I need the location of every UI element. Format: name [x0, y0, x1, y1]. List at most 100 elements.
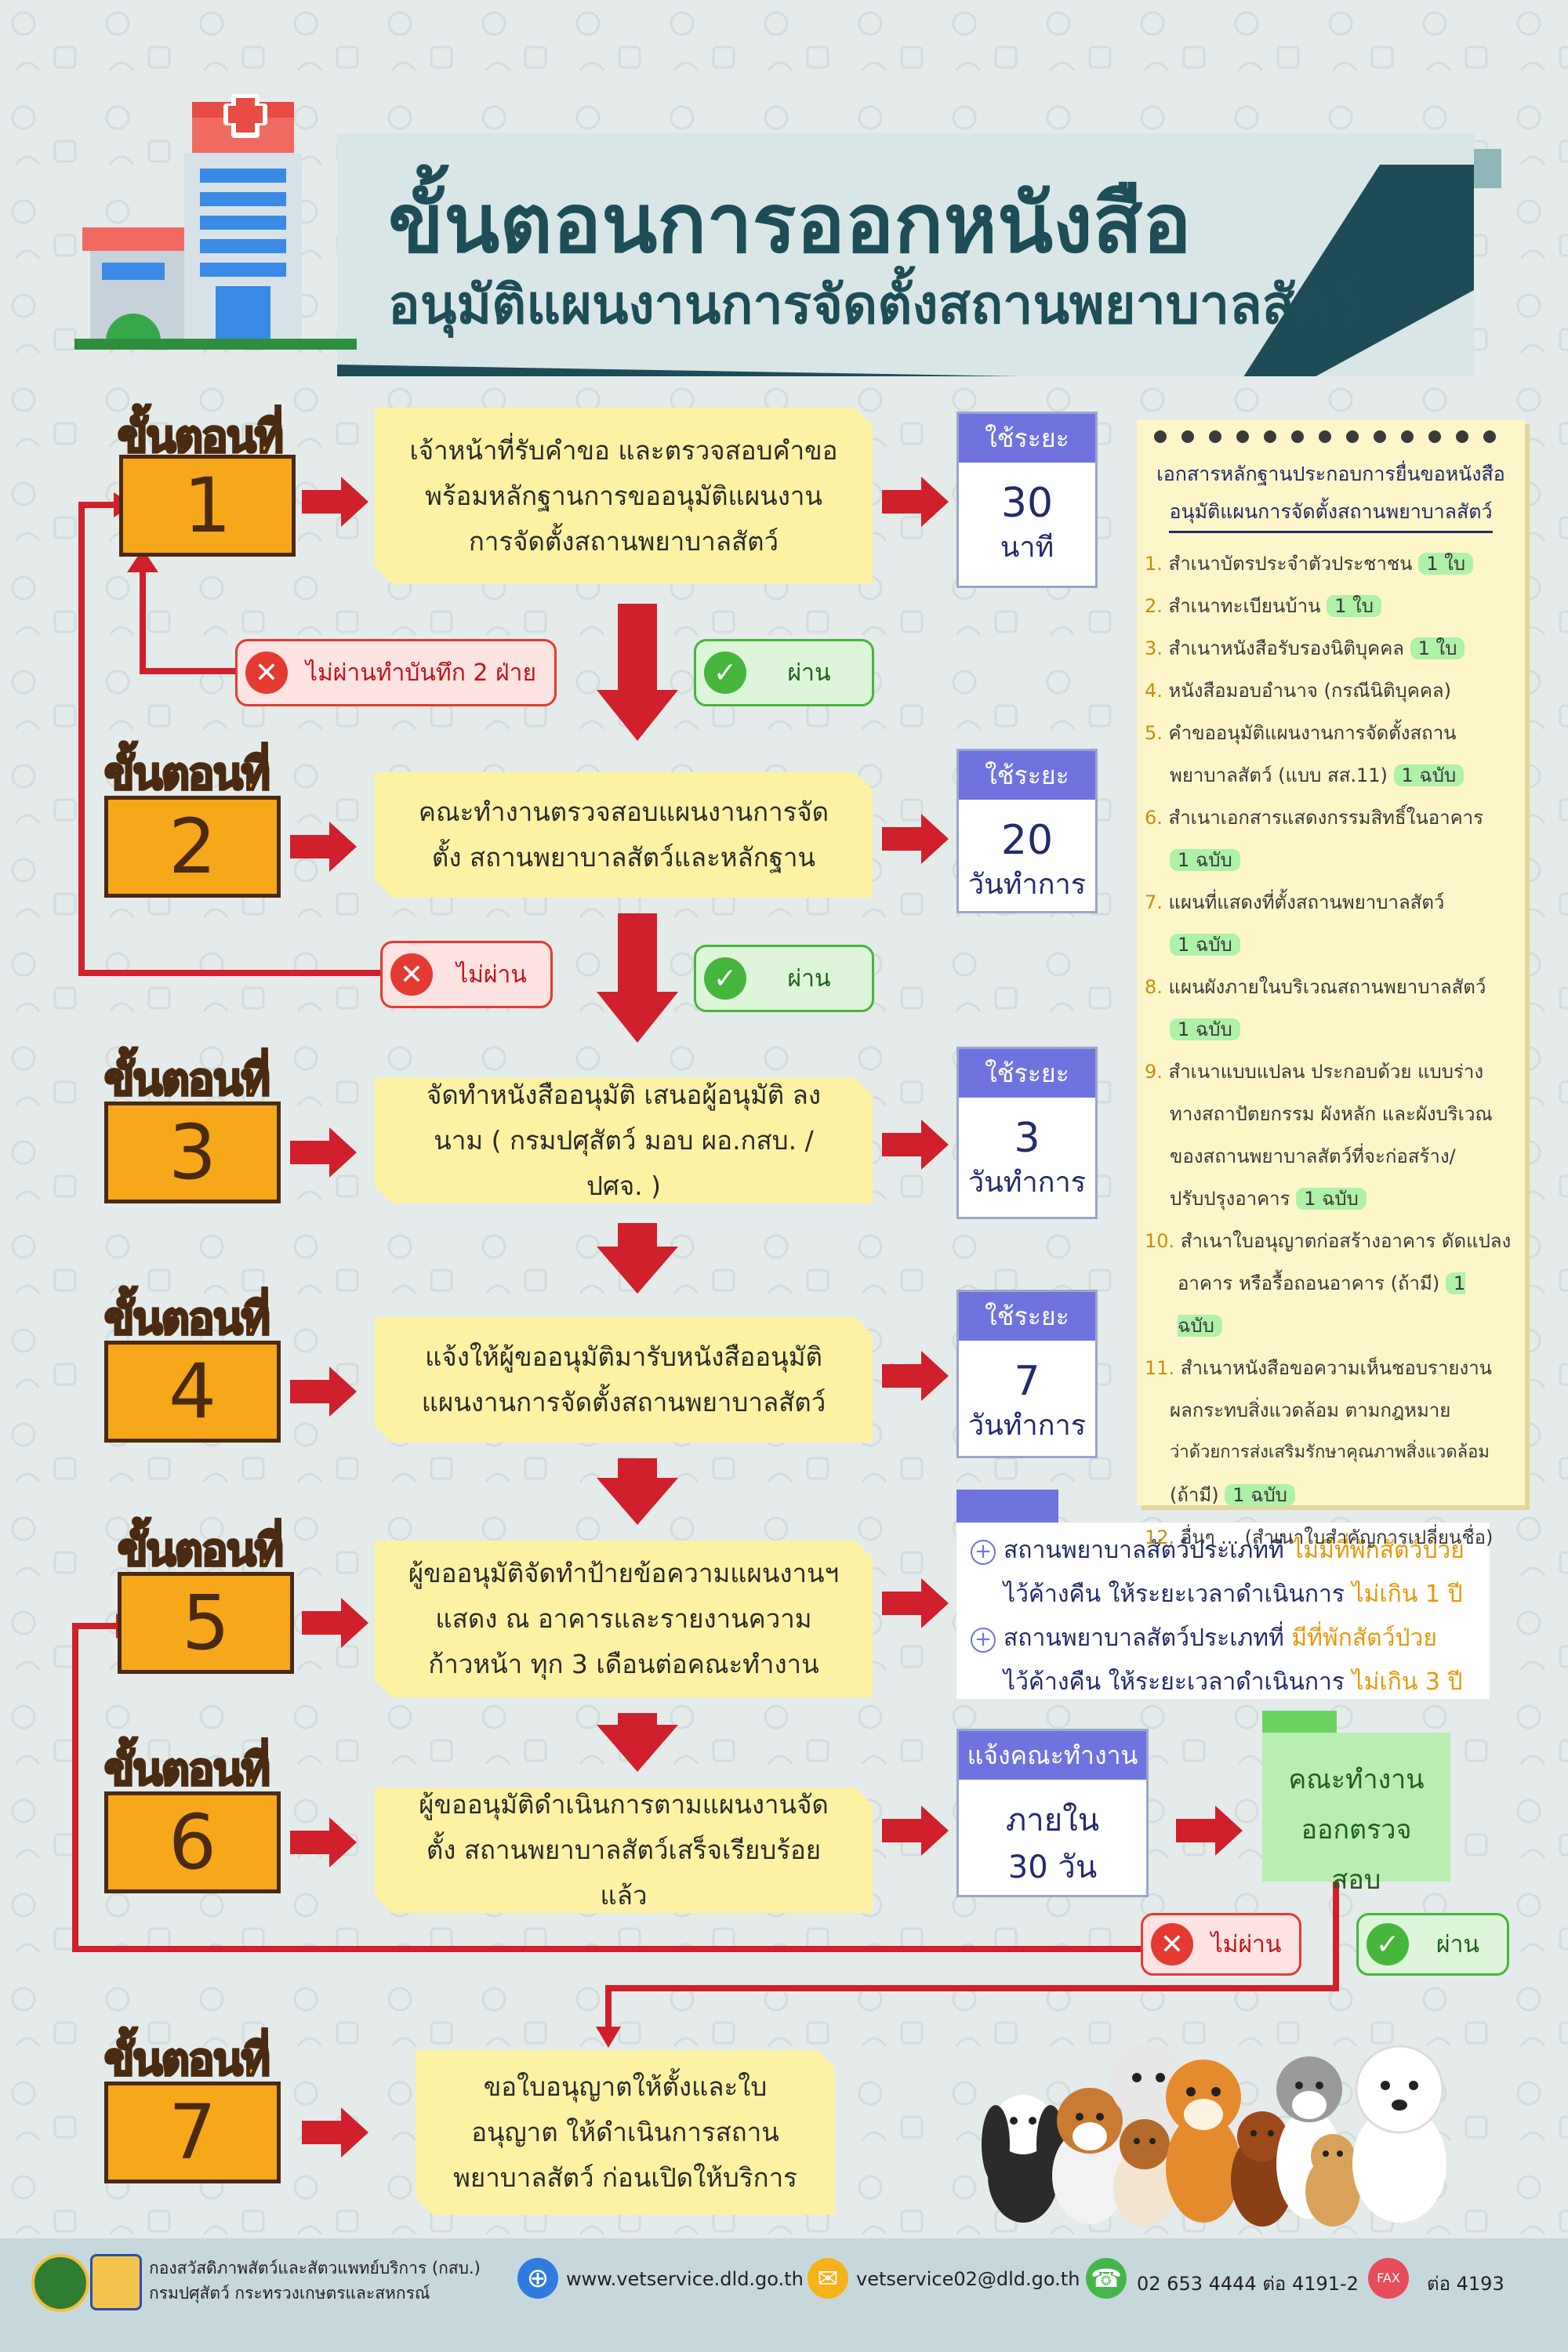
doc-num: 11. — [1145, 1357, 1175, 1379]
doc-item-cont: 1 ฉบับ — [1145, 924, 1515, 966]
flow-connectors — [72, 477, 1339, 2158]
step-desc-7-text: ขอใบอนุญาตให้ตั้งและใบอนุญาต ให้ดำเนินกา… — [453, 2071, 797, 2193]
doc-qty: 1 ใบ — [1327, 595, 1381, 617]
step5-note: + สถานพยาบาลสัตว์ประเภทที่ ไม่มีที่พักสัต… — [956, 1523, 1490, 1699]
fail-record-badge: ✕ ไม่ผ่านทำบันทึก 2 ฝ่าย — [235, 639, 557, 706]
doc-item-cont: ผลกระทบสิ่งแวดล้อม ตามกฎหมาย — [1145, 1389, 1515, 1432]
doc-text: สำเนาหนังสือขอความเห็นชอบรายงาน — [1180, 1357, 1493, 1379]
footer-phone[interactable]: 02 653 4444 ต่อ 4191-2 — [1137, 2273, 1359, 2295]
dogs-illustration — [982, 2042, 1446, 2227]
pass-label: ผ่าน — [787, 659, 831, 687]
royal-emblem — [90, 2254, 142, 2310]
documents-title-2: อนุมัติแผนการจัดตั้งสถานพยาบาลสัตว์ — [1169, 493, 1493, 533]
time-header: ใช้ระยะเวลา — [959, 1049, 1095, 1137]
doc-item: 7. แผนที่แสดงที่ตั้งสถานพยาบาลสัตว์ — [1145, 881, 1515, 924]
time-unit: วันทำการ — [967, 869, 1087, 901]
doc-item: 5. คำขออนุมัติแผนงานการจัดตั้งสถาน — [1145, 712, 1515, 754]
note-b-highlight: มีที่พักสัตว์ป่วย — [1291, 1624, 1437, 1652]
step-label-4: ขั้นตอนที่ — [103, 1294, 272, 1345]
doc-num: 6. — [1145, 807, 1163, 829]
doc-num: 8. — [1145, 976, 1163, 998]
committee-tab — [1262, 1711, 1337, 1733]
pass-badge-1: ✓ ผ่าน — [694, 639, 874, 706]
fail-label: ไม่ผ่าน — [456, 960, 527, 989]
documents-panel: เอกสารหลักฐานประกอบการยื่นขอหนังสือ อนุม… — [1137, 419, 1525, 1548]
plus-icon: + — [971, 1540, 996, 1565]
notify-value: ภายใน — [1005, 1802, 1100, 1838]
note-b-post: ไว้ค้างคืน ให้ระยะเวลาดำเนินการ — [1004, 1668, 1345, 1696]
doc-text: ปรับปรุงอาคาร — [1170, 1188, 1290, 1210]
mail-icon: ✉ — [808, 2258, 848, 2299]
doc-qty: 1 ฉบับ — [1225, 1484, 1295, 1506]
doc-item: 1. สำเนาบัตรประจำตัวประชาชน 1 ใบ — [1145, 543, 1515, 585]
department-seal — [31, 2254, 89, 2312]
time-header: ใช้ระยะเวลา — [959, 414, 1095, 502]
step-desc-6: ผู้ขออนุมัติดำเนินการตามแผนงานจัดตั้ง สถ… — [375, 1788, 873, 1913]
notify-unit: 30 วัน — [1007, 1849, 1098, 1886]
documents-title: เอกสารหลักฐานประกอบการยื่นขอหนังสือ อนุม… — [1137, 456, 1525, 533]
time-unit: วันทำการ — [967, 1167, 1087, 1199]
step-number-2: 2 — [104, 796, 281, 898]
doc-qty: 1 ฉบับ — [1170, 1018, 1240, 1040]
time-box-4: ใช้ระยะเวลา 7 วันทำการ — [956, 1290, 1098, 1458]
title-line-1: ขั้นตอนการออกหนังสือ — [388, 176, 1192, 271]
notify-box: แจ้งคณะทำงาน ภายใน 30 วัน — [956, 1729, 1149, 1897]
arrow-right — [882, 477, 949, 527]
doc-text: คำขออนุมัติแผนงานการจัดตั้งสถาน — [1168, 722, 1457, 744]
doc-item: 11. สำเนาหนังสือขอความเห็นชอบรายงาน — [1145, 1347, 1515, 1389]
step-number-3: 3 — [104, 1102, 281, 1203]
doc-num: 10. — [1145, 1230, 1175, 1252]
note-a-highlight: ไม่มีที่พักสัตว์ป่วย — [1291, 1537, 1465, 1564]
doc-item: 12. อื่นๆ ... (สำเนาใบสำคัญการเปลี่ยนชื่… — [1145, 1516, 1515, 1559]
step-desc-2-text: คณะทำงานตรวจสอบแผนงานการจัดตั้ง สถานพยาบ… — [418, 797, 829, 873]
note-a-post: ไว้ค้างคืน ให้ระยะเวลาดำเนินการ — [1004, 1581, 1345, 1608]
time-header: ใช้ระยะเวลา — [959, 751, 1095, 839]
footer — [0, 2238, 1568, 2352]
doc-num: 7. — [1145, 891, 1163, 913]
note-b-limit: ไม่เกิน 3 ปี — [1352, 1668, 1463, 1696]
step-label-7: ขั้นตอนที่ — [103, 2034, 272, 2085]
step-number-7: 7 — [104, 2082, 281, 2183]
phone-icon: ☎ — [1086, 2258, 1127, 2299]
footer-fax: ต่อ 4193 — [1427, 2273, 1504, 2295]
doc-text: (ถ้ามี) — [1170, 1484, 1219, 1506]
step-desc-6-text: ผู้ขออนุมัติดำเนินการตามแผนงานจัดตั้ง สถ… — [419, 1789, 829, 1911]
doc-text: สำเนาเอกสารแสดงกรรมสิทธิ์ในอาคาร — [1168, 807, 1484, 829]
cross-icon: ✕ — [1151, 1923, 1193, 1965]
note-b-pre: สถานพยาบาลสัตว์ประเภทที่ — [1004, 1624, 1284, 1652]
step-desc-3: จัดทำหนังสืออนุมัติ เสนอผู้อนุมัติ ลงนาม… — [375, 1078, 873, 1203]
time-box-3: ใช้ระยะเวลา 3 วันทำการ — [956, 1047, 1098, 1219]
fail-badge-1: ✕ ไม่ผ่าน — [380, 941, 553, 1008]
step-desc-1-text: เจ้าหน้าที่รับคำขอ และตรวจสอบคำขอ พร้อมห… — [409, 434, 838, 557]
note-a-limit: ไม่เกิน 1 ปี — [1352, 1581, 1463, 1608]
page-title: ขั้นตอนการออกหนังสือ อนุมัติแผนงานการจัด… — [388, 176, 1486, 341]
step-desc-4-text: แจ้งให้ผู้ขออนุมัติมารับหนังสืออนุมัติ แ… — [421, 1341, 826, 1417]
step-number-5: 5 — [118, 1572, 294, 1674]
pass-label: ผ่าน — [1436, 1930, 1479, 1958]
doc-item: 10. สำเนาใบอนุญาตก่อสร้างอาคาร ดัดแปลง — [1145, 1220, 1515, 1262]
step-desc-2: คณะทำงานตรวจสอบแผนงานการจัดตั้ง สถานพยาบ… — [375, 772, 873, 898]
pass-badge-3: ✓ ผ่าน — [1356, 1913, 1509, 1976]
step-desc-7: ขอใบอนุญาตให้ตั้งและใบอนุญาต ให้ดำเนินกา… — [416, 2050, 835, 2215]
time-value: 20 — [1000, 817, 1054, 864]
doc-text: หนังสือมอบอำนาจ (กรณีนิติบุคคล) — [1168, 680, 1451, 702]
step-label-5: ขั้นตอนที่ — [117, 1525, 285, 1576]
notebook-rings — [1154, 430, 1496, 443]
notify-header: แจ้งคณะทำงาน — [959, 1731, 1146, 1780]
cross-icon: ✕ — [390, 953, 433, 996]
doc-item: 6. สำเนาเอกสารแสดงกรรมสิทธิ์ในอาคาร — [1145, 797, 1515, 839]
doc-text: ผลกระทบสิ่งแวดล้อม ตามกฎหมาย — [1170, 1399, 1451, 1421]
doc-text: ว่าด้วยการส่งเสริมรักษาคุณภาพสิ่งแวดล้อม — [1170, 1443, 1490, 1462]
doc-item: 2. สำเนาทะเบียนบ้าน 1 ใบ — [1145, 585, 1515, 627]
check-icon: ✓ — [704, 652, 746, 694]
doc-num: 3. — [1145, 637, 1163, 659]
cross-icon: ✕ — [245, 652, 288, 694]
fail-label: ไม่ผ่าน — [1210, 1930, 1282, 1958]
doc-item-cont: อาคาร หรือรื้อถอนอาคาร (ถ้ามี) 1 ฉบับ — [1145, 1262, 1515, 1347]
footer-email[interactable]: vetservice02@dld.go.th — [856, 2268, 1080, 2290]
note-a-pre: สถานพยาบาลสัตว์ประเภทที่ — [1004, 1537, 1284, 1564]
doc-item: 8. แผนผังภายในบริเวณสถานพยาบาลสัตว์ — [1145, 966, 1515, 1008]
footer-org-1: กองสวัสดิภาพสัตว์และสัตวแพทย์บริการ (กสบ… — [149, 2259, 481, 2278]
footer-website[interactable]: www.vetservice.dld.go.th — [566, 2268, 804, 2290]
time-unit: นาที — [1000, 532, 1054, 564]
